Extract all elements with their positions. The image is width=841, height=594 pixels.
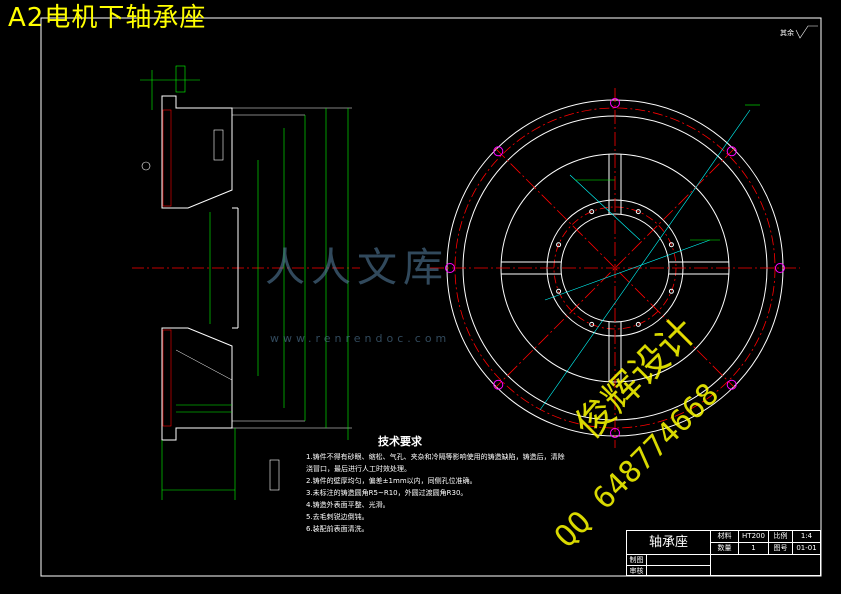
flange-bolt-hole — [445, 263, 455, 273]
hub-bolt-hole — [635, 321, 641, 327]
front-center-d1 — [494, 147, 736, 389]
tolerance-box-3 — [269, 459, 280, 491]
hub-bolt-hole — [635, 209, 641, 215]
leader-1 — [539, 109, 751, 411]
section-view — [132, 65, 360, 500]
hub-bolt-hole — [589, 209, 595, 215]
title-block-scale-label: 比例 — [769, 531, 793, 543]
leader-2 — [569, 174, 641, 241]
front-center-d2 — [494, 147, 736, 389]
flange-bolt-hole — [726, 146, 737, 157]
tech-item: 2.铸件的壁厚均匀，偏差±1mm以内，同侧孔位准确。 — [306, 477, 477, 485]
title-block-review-value — [647, 566, 711, 576]
hub-bolt-hole — [556, 242, 562, 248]
title-block-review-label: 审核 — [627, 566, 647, 576]
flange-bolt-hole — [726, 379, 737, 390]
hub-bolt-hole — [668, 288, 674, 294]
chamfer-line — [175, 349, 233, 381]
leader-3 — [544, 239, 711, 301]
title-block-part-name: 轴承座 — [627, 531, 711, 555]
tech-requirements-list: 1.铸件不得有砂眼、缩松、气孔、夹杂和冷隔等影响使用的铸造缺陷，铸造后，清除 浇… — [306, 451, 565, 535]
title-block-drawing-no-label: 图号 — [769, 543, 793, 555]
section-outline-top — [161, 95, 233, 209]
tech-item: 5.去毛刺锐边倒钝。 — [306, 513, 369, 521]
title-block-blank-area — [711, 555, 820, 576]
hub-bolt-hole — [556, 288, 562, 294]
tech-item: 3.未标注的铸造圆角R5~R10，外圆过渡圆角R30。 — [306, 489, 468, 497]
watermark-url: www.renrendoc.com — [270, 332, 451, 345]
watermark-logo: 人人文库 — [265, 245, 449, 291]
title-block-drawing-no-value: 01-01 — [793, 543, 820, 555]
drawing-frame — [40, 17, 822, 577]
roughness-symbol — [795, 25, 818, 39]
datum-circle — [141, 161, 151, 171]
drawing-title: A2电机下轴承座 — [8, 3, 207, 33]
title-block-design-value — [647, 555, 711, 566]
front-view — [430, 88, 800, 448]
flange-bolt-hole — [493, 146, 504, 157]
section-hatch-top — [162, 109, 172, 207]
flange-bolt-hole — [493, 379, 504, 390]
section-outline-bottom — [161, 327, 233, 441]
flange-bolt-hole — [610, 428, 620, 438]
roughness-note: 其余 — [780, 29, 794, 37]
flange-bolt-hole — [775, 263, 785, 273]
title-block-material-value: HT200 — [739, 531, 769, 543]
title-block: 轴承座 材料 HT200 比例 1:4 数量 1 图号 01-01 制图 审核 — [626, 530, 821, 576]
tech-item: 6.装配前表面清洗。 — [306, 525, 369, 533]
title-block-qty-label: 数量 — [711, 543, 739, 555]
hub-bolt-hole — [589, 321, 595, 327]
flange-bolt-hole — [610, 98, 620, 108]
hub-bolt-hole — [668, 242, 674, 248]
title-block-design-label: 制图 — [627, 555, 647, 566]
section-hatch-bottom — [162, 329, 172, 427]
bolt-holes — [445, 98, 785, 438]
title-block-scale-value: 1:4 — [793, 531, 820, 543]
title-block-material-label: 材料 — [711, 531, 739, 543]
tech-item: 1.铸件不得有砂眼、缩松、气孔、夹杂和冷隔等影响使用的铸造缺陷，铸造后，清除 — [306, 453, 565, 461]
title-block-qty-value: 1 — [739, 543, 769, 555]
tolerance-box-1 — [175, 65, 186, 93]
tech-item: 4.铸造外表面平整、光滑。 — [306, 501, 390, 509]
tolerance-box-2 — [213, 129, 224, 161]
tech-requirements-heading: 技术要求 — [378, 435, 422, 448]
tech-item: 浇冒口，最后进行人工时效处理。 — [306, 465, 411, 473]
